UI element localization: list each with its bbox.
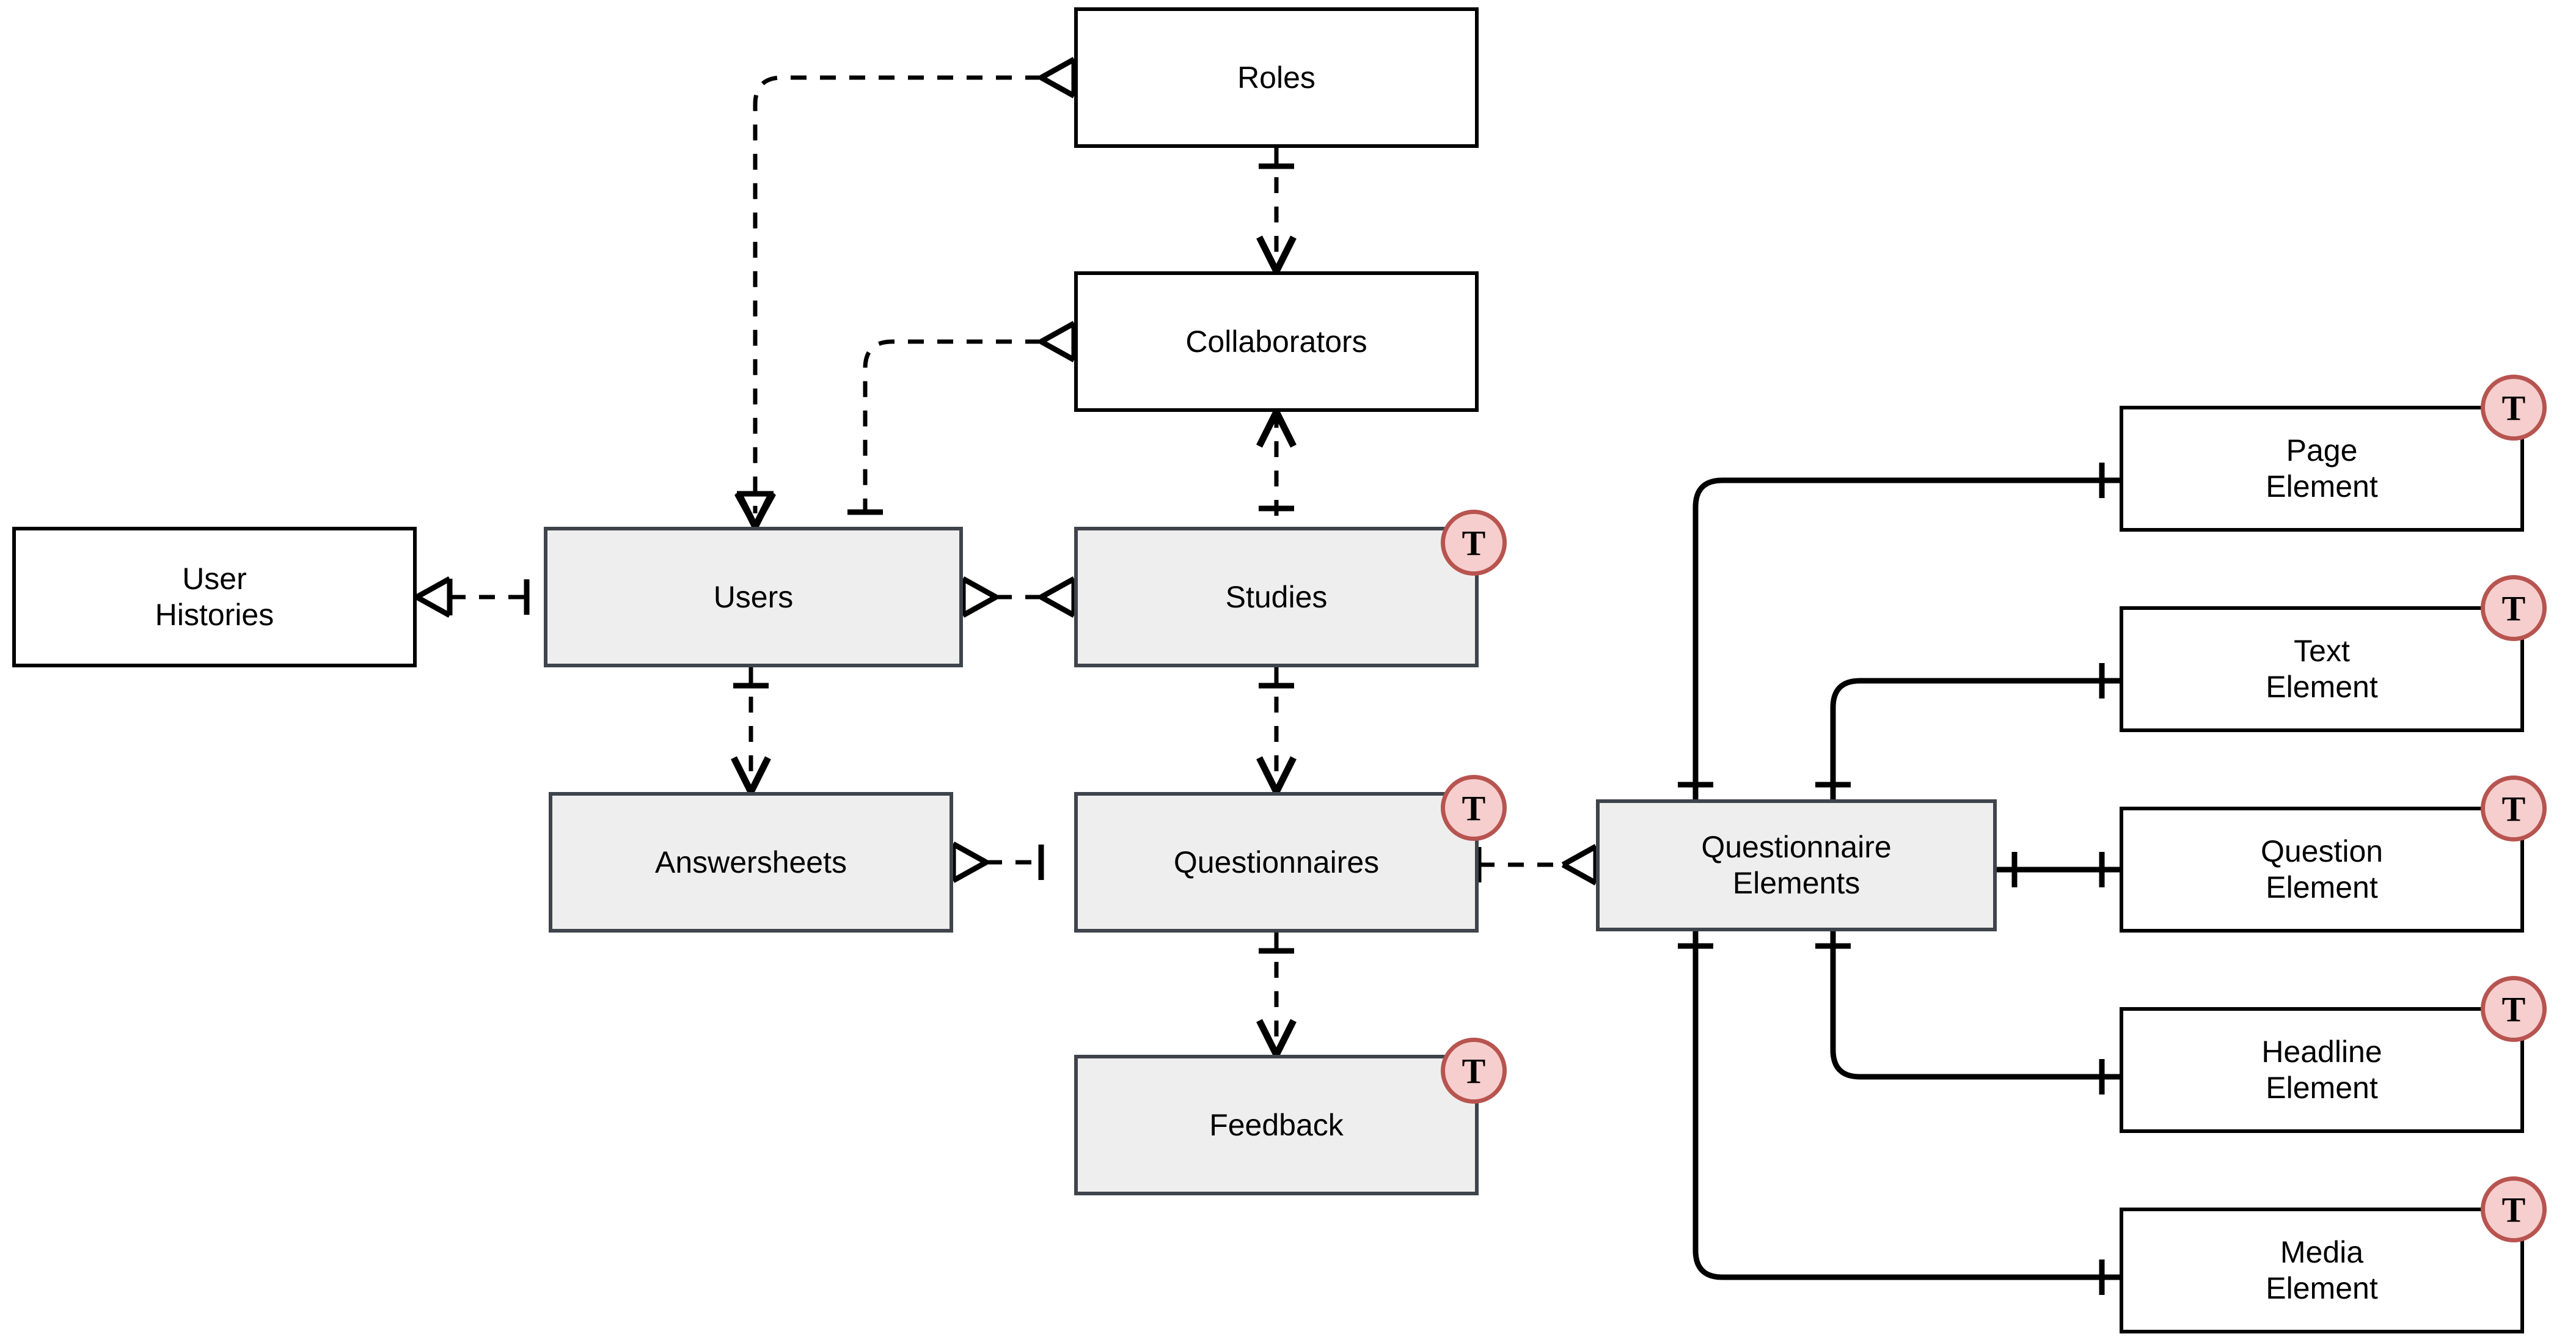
entity-text-element[interactable]: Text Element	[2120, 606, 2524, 732]
relationship-qelements-page	[1678, 463, 2120, 799]
relationship-questionnaires-feedback	[1256, 933, 1297, 1057]
relationship-questionnaires-qelements	[1476, 844, 1599, 886]
entity-label: Feedback	[1209, 1107, 1344, 1142]
relationship-collaborators-users	[847, 321, 1077, 527]
table-badge-icon-questionnaires[interactable]: T	[1441, 775, 1507, 841]
table-badge-icon-question-element[interactable]: T	[2481, 776, 2547, 842]
relationship-qelements-text	[1815, 663, 2120, 799]
entity-media-element[interactable]: Media Element	[2120, 1208, 2524, 1333]
table-badge-icon-text-element[interactable]: T	[2481, 575, 2547, 641]
entity-label: Users	[713, 579, 794, 614]
badge-label: T	[2501, 788, 2526, 829]
entity-label: Answersheets	[654, 845, 847, 879]
relationship-qelements-headline	[1815, 931, 2120, 1094]
entity-label: Media Element	[2266, 1235, 2378, 1305]
entity-label: Headline Element	[2261, 1035, 2382, 1105]
relationship-studies-questionnaires	[1256, 667, 1297, 794]
table-badge-icon-studies[interactable]: T	[1441, 510, 1507, 576]
relationship-userhistories-users	[415, 576, 530, 618]
entity-users[interactable]: Users	[544, 527, 963, 667]
entity-collaborators[interactable]: Collaborators	[1074, 271, 1479, 412]
entity-question-element[interactable]: Question Element	[2120, 807, 2524, 933]
badge-label: T	[2501, 387, 2526, 428]
entity-label: Collaborators	[1185, 324, 1367, 359]
entity-label: Roles	[1237, 60, 1315, 95]
entity-label: Question Element	[2260, 834, 2384, 904]
entity-headline-element[interactable]: Headline Element	[2120, 1007, 2524, 1133]
entity-questionnaires[interactable]: Questionnaires	[1074, 792, 1479, 933]
relationship-roles-users	[734, 57, 1077, 529]
entity-label: Text Element	[2266, 634, 2378, 704]
entity-feedback[interactable]: Feedback	[1074, 1055, 1479, 1195]
table-badge-icon-page-element[interactable]: T	[2481, 375, 2547, 441]
entity-user-histories[interactable]: User Histories	[12, 527, 417, 667]
relationship-users-studies	[960, 576, 1077, 618]
badge-label: T	[1462, 522, 1486, 563]
entity-roles[interactable]: Roles	[1074, 7, 1479, 148]
relationship-qelements-question	[1997, 852, 2120, 887]
relationship-roles-collaborators	[1256, 148, 1297, 273]
entity-questionnaire-elements[interactable]: Questionnaire Elements	[1596, 799, 1997, 931]
entity-studies[interactable]: Studies	[1074, 527, 1479, 667]
badge-label: T	[1462, 788, 1486, 828]
entity-answersheets[interactable]: Answersheets	[549, 792, 953, 933]
entity-label: Studies	[1225, 579, 1328, 614]
badge-label: T	[2501, 1189, 2526, 1230]
badge-label: T	[2501, 989, 2526, 1029]
table-badge-icon-media-element[interactable]: T	[2481, 1176, 2547, 1242]
entity-label: Questionnaires	[1173, 845, 1380, 879]
badge-label: T	[1462, 1050, 1486, 1091]
relationship-users-answersheets	[731, 667, 771, 794]
relationship-qelements-media	[1678, 931, 2120, 1295]
entity-label: User Histories	[155, 562, 274, 632]
relationship-answersheets-questionnaires	[950, 842, 1044, 883]
table-badge-icon-feedback[interactable]: T	[1441, 1038, 1507, 1104]
entity-label: Page Element	[2266, 433, 2378, 504]
relationship-collaborators-studies	[1256, 410, 1297, 527]
entity-label: Questionnaire Elements	[1701, 830, 1892, 900]
badge-label: T	[2501, 588, 2526, 628]
table-badge-icon-headline-element[interactable]: T	[2481, 976, 2547, 1042]
entity-page-element[interactable]: Page Element	[2120, 406, 2524, 532]
